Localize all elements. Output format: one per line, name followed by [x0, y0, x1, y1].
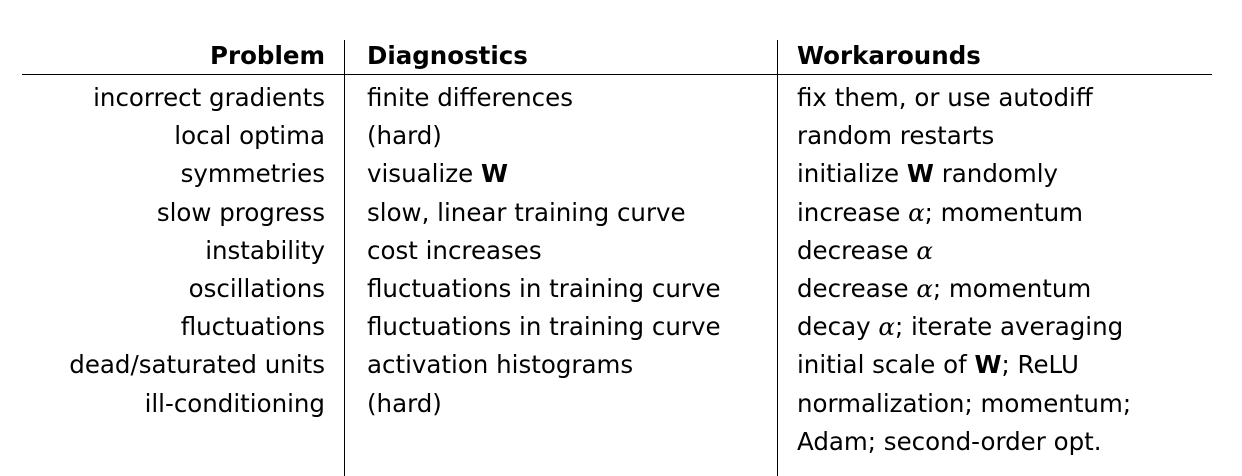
workarounds-cell: increase α; momentum: [797, 194, 1083, 232]
workarounds-cell: fix them, or use autodiff: [797, 79, 1093, 117]
cell-text: decay: [797, 312, 879, 341]
diagnostics-cell: fluctuations in training curve: [367, 308, 721, 346]
header-problem: Problem: [210, 41, 325, 70]
learning-rate-symbol: α: [916, 236, 933, 265]
workarounds-cell: initialize W randomly: [797, 155, 1058, 193]
weight-matrix-symbol: W: [974, 350, 1002, 379]
problem-cell: dead/saturated units: [69, 350, 325, 379]
cell-text: ; momentum: [932, 274, 1092, 303]
cell-text: fluctuations in training curve: [367, 274, 721, 303]
cell-text: ; momentum: [924, 198, 1083, 227]
header-rule: [22, 74, 1212, 75]
learning-rate-symbol: α: [878, 312, 895, 341]
weight-matrix-symbol: W: [480, 159, 508, 188]
diagnostics-cell: (hard): [367, 385, 442, 423]
workarounds-cell: initial scale of W; ReLU: [797, 346, 1079, 384]
workarounds-cell: normalization; momentum;: [797, 385, 1131, 423]
cell-text: visualize: [367, 159, 481, 188]
cell-text: (hard): [367, 121, 442, 150]
problem-cell: fluctuations: [180, 312, 325, 341]
cell-text: decrease: [797, 236, 917, 265]
learning-rate-symbol: α: [916, 274, 933, 303]
problem-cell: local optima: [174, 121, 325, 150]
problem-cell: symmetries: [180, 159, 325, 188]
cell-text: ; iterate averaging: [894, 312, 1124, 341]
column-divider-2: [777, 40, 778, 476]
cell-text: decrease: [797, 274, 917, 303]
cell-text: increase: [797, 198, 909, 227]
diagnostics-cell: visualize W: [367, 155, 508, 193]
cell-text: initialize: [797, 159, 907, 188]
cell-text: finite differences: [367, 83, 573, 112]
diagnostics-cell: activation histograms: [367, 346, 633, 384]
header-diagnostics: Diagnostics: [367, 41, 528, 70]
cell-text: (hard): [367, 389, 442, 418]
problem-cell: ill-conditioning: [144, 389, 325, 418]
cell-text: cost increases: [367, 236, 542, 265]
cell-text: fluctuations in training curve: [367, 312, 721, 341]
diagnostics-cell: finite differences: [367, 79, 573, 117]
diagnostics-cell: cost increases: [367, 232, 542, 270]
problem-cell: instability: [205, 236, 325, 265]
diagnostics-cell: (hard): [367, 117, 442, 155]
diagnostics-cell: fluctuations in training curve: [367, 270, 721, 308]
workarounds-cell: decrease α; momentum: [797, 270, 1091, 308]
workarounds-cell: decrease α: [797, 232, 933, 270]
learning-rate-symbol: α: [908, 198, 925, 227]
cell-text: random restarts: [797, 121, 995, 150]
column-divider-1: [344, 40, 345, 476]
problem-cell: oscillations: [188, 274, 325, 303]
workarounds-cell: random restarts: [797, 117, 994, 155]
diagnostics-cell: slow, linear training curve: [367, 194, 686, 232]
cell-text: normalization; momentum;: [797, 389, 1132, 418]
cell-text: slow, linear training curve: [367, 198, 686, 227]
weight-matrix-symbol: W: [906, 159, 934, 188]
cell-text: ; ReLU: [1001, 350, 1079, 379]
header-workarounds: Workarounds: [797, 41, 981, 70]
workarounds-cell: decay α; iterate averaging: [797, 308, 1123, 346]
problem-cell: slow progress: [156, 198, 325, 227]
cell-text: fix them, or use autodiff: [797, 83, 1093, 112]
cell-text: randomly: [933, 159, 1059, 188]
cell-text: initial scale of: [797, 350, 975, 379]
cell-text: activation histograms: [367, 350, 634, 379]
workarounds-cell-continued: Adam; second-order opt.: [797, 427, 1102, 456]
problem-cell: incorrect gradients: [93, 83, 325, 112]
